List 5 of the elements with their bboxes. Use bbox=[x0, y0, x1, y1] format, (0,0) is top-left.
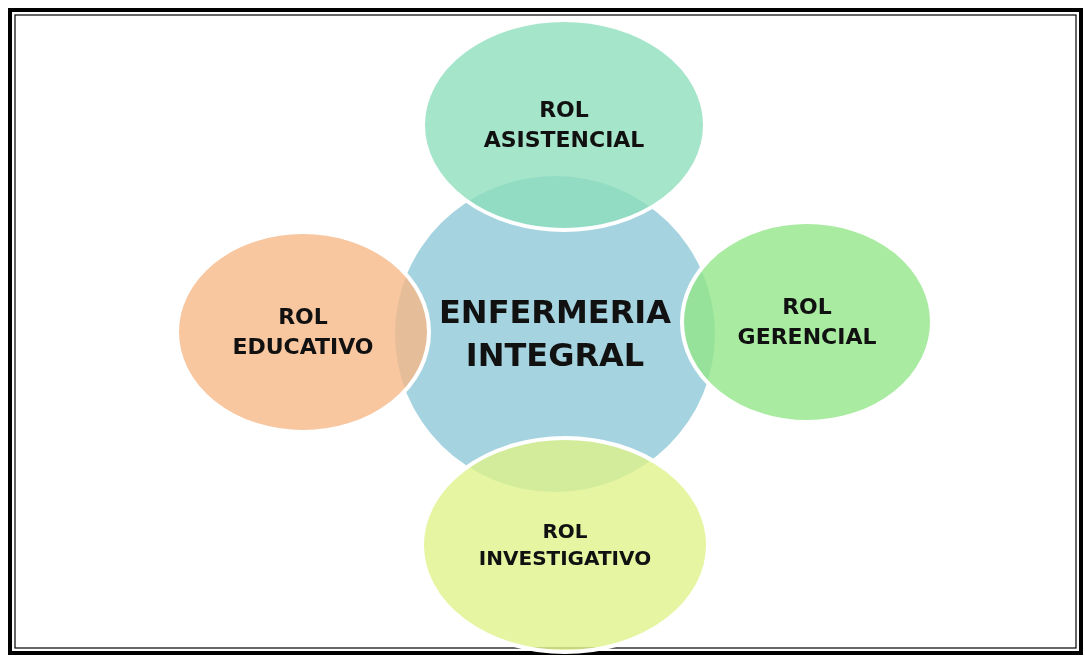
role-label: ROL ASISTENCIAL bbox=[483, 96, 645, 154]
center-title: ENFERMERIA INTEGRAL bbox=[439, 291, 671, 376]
role-label: ROL GERENCIAL bbox=[737, 293, 877, 351]
role-label: ROL INVESTIGATIVO bbox=[478, 518, 652, 572]
role-label: ROL EDUCATIVO bbox=[232, 303, 374, 361]
